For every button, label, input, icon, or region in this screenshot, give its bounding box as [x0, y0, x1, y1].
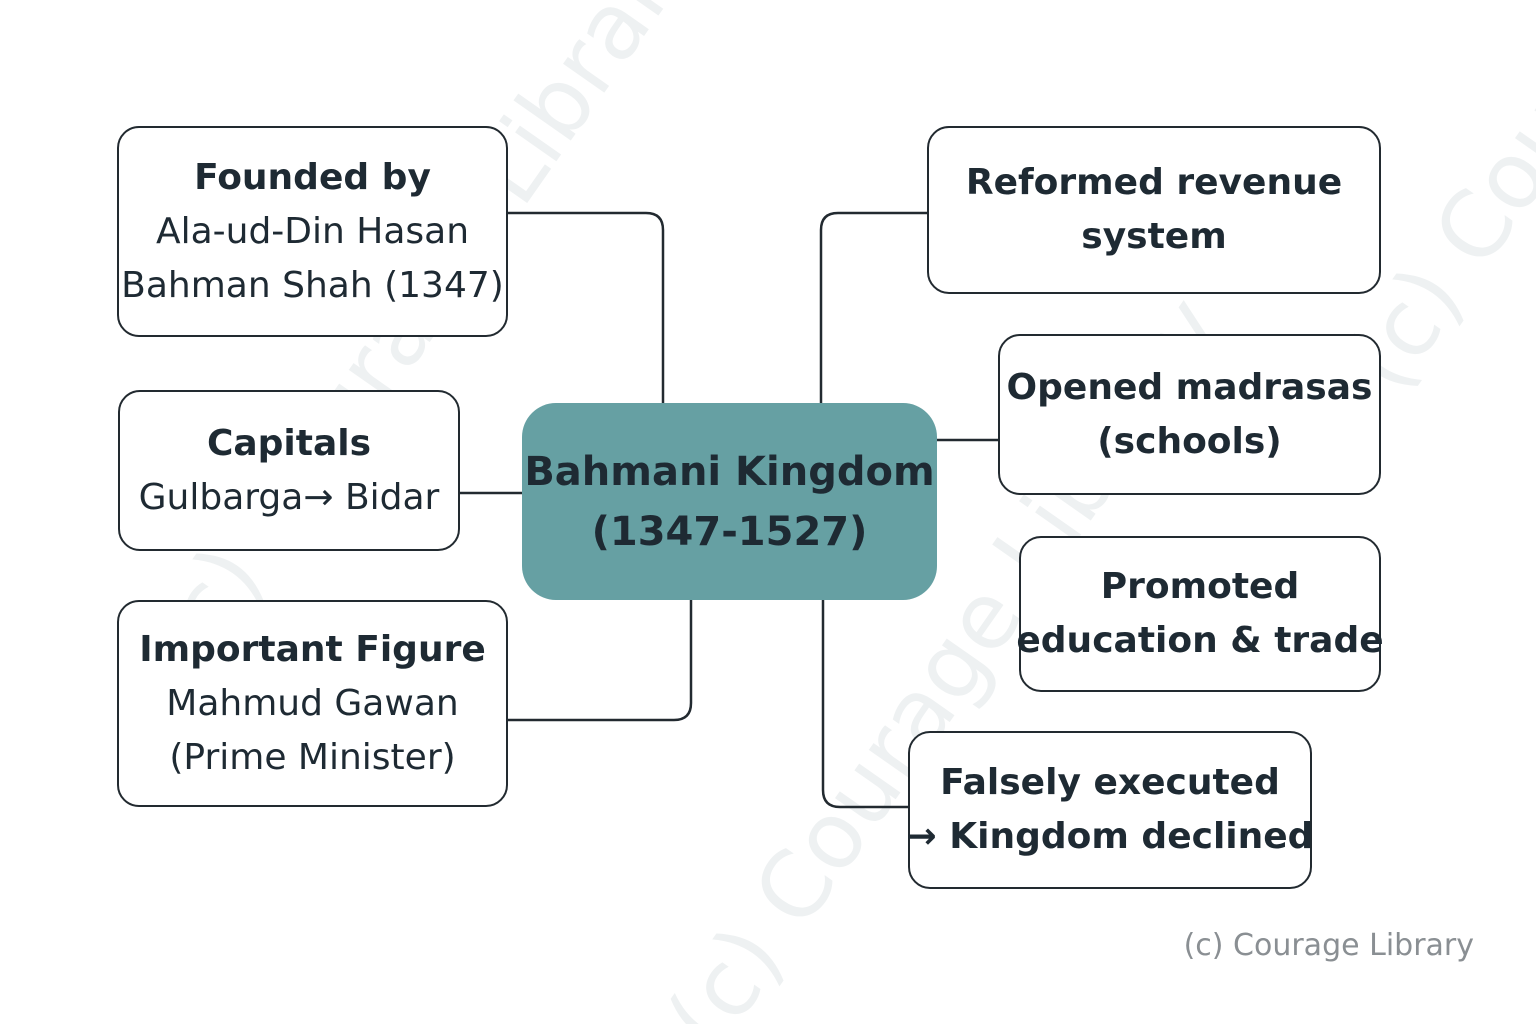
- center-years: (1347-1527): [591, 508, 868, 555]
- node-detail: (Prime Minister): [169, 736, 456, 778]
- node-text: Opened madrasas: [1006, 366, 1373, 408]
- node-heading: Founded by: [194, 156, 431, 198]
- node-text: (schools): [1097, 420, 1282, 462]
- connector-figure: [508, 600, 693, 722]
- center-title: Bahmani Kingdom: [524, 448, 935, 495]
- node-opened-madrasas: Opened madrasas (schools): [998, 334, 1381, 495]
- node-detail: Ala-ud-Din Hasan: [155, 210, 470, 252]
- node-falsely-executed: Falsely executed → Kingdom declined: [906, 731, 1314, 889]
- node-founded-by: Founded by Ala-ud-Din Hasan Bahman Shah …: [117, 126, 508, 337]
- node-text: → Kingdom declined: [906, 816, 1314, 857]
- connector-revenue: [819, 211, 927, 403]
- node-heading: Capitals: [206, 422, 372, 464]
- node-detail: Mahmud Gawan: [166, 682, 459, 724]
- connector-executed: [821, 600, 908, 809]
- connector-founded: [508, 211, 665, 403]
- node-reformed-revenue: Reformed revenue system: [927, 126, 1381, 294]
- node-text: Promoted: [1100, 566, 1300, 607]
- node-important-figure: Important Figure Mahmud Gawan (Prime Min…: [117, 600, 508, 807]
- node-heading: Important Figure: [139, 628, 486, 670]
- node-text: system: [1081, 216, 1227, 257]
- node-capitals: Capitals Gulbarga→ Bidar: [118, 390, 460, 551]
- center-node-bahmani-kingdom: Bahmani Kingdom (1347-1527): [522, 403, 937, 600]
- node-promoted-education: Promoted education & trade: [1016, 536, 1384, 692]
- copyright-text: (c) Courage Library: [1183, 928, 1474, 963]
- node-text: education & trade: [1016, 620, 1384, 661]
- node-detail: Bahman Shah (1347): [121, 264, 504, 306]
- node-text: Reformed revenue: [965, 162, 1343, 203]
- node-text: Falsely executed: [940, 762, 1280, 803]
- node-detail: Gulbarga→ Bidar: [138, 476, 440, 518]
